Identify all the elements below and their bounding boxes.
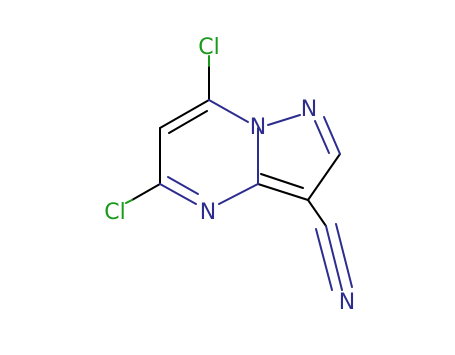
bond-cl-left-half xyxy=(125,199,133,204)
carbon-bonds xyxy=(131,65,341,227)
bond-c3-cn xyxy=(307,199,327,227)
bond-n-bridge-n2 xyxy=(267,114,301,126)
bond-nitrile-1 xyxy=(325,225,343,291)
bond-c5-n4-double xyxy=(167,176,199,195)
bond-c3-c2 xyxy=(307,153,341,201)
atom-cl-top: Cl xyxy=(198,35,219,60)
bond-c5-n4 xyxy=(159,183,197,205)
bond-c7-n-bridge xyxy=(208,99,249,123)
atom-cl-left: Cl xyxy=(104,200,125,225)
bond-n2-c2-double xyxy=(314,120,330,154)
chlorine-bonds xyxy=(125,55,210,204)
atom-n-pyrazole: N xyxy=(301,97,317,122)
atom-n-bridge: N xyxy=(250,115,266,140)
bond-c7-c6 xyxy=(159,99,210,129)
bond-c3a-c3 xyxy=(257,183,309,201)
bond-c5-cl xyxy=(131,183,161,201)
bond-nitrile-3 xyxy=(335,223,353,288)
bond-c7-c6-double xyxy=(168,110,208,134)
atom-n-nitrile: N xyxy=(339,290,355,315)
bond-n4-c3a xyxy=(218,183,259,205)
bond-n2-c2 xyxy=(323,116,341,155)
atom-n-pyrimidine: N xyxy=(200,200,216,225)
bond-nitrile-2 xyxy=(315,228,333,291)
bond-c3a-c3-double xyxy=(260,173,304,189)
nitrogen-bonds xyxy=(159,99,353,291)
